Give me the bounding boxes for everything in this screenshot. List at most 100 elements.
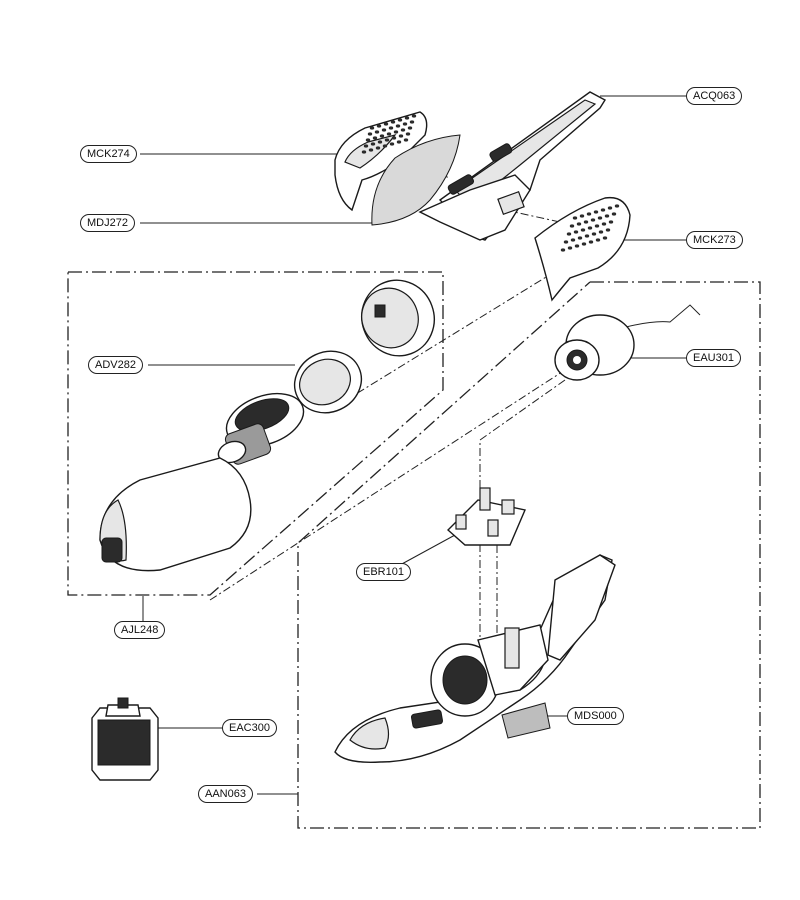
- vent-hole: [579, 214, 585, 218]
- vent-hole: [588, 240, 594, 244]
- ajl248-group-outline: [67, 271, 444, 596]
- vent-hole: [577, 236, 583, 240]
- vent-hole: [374, 130, 380, 134]
- assembly-axis-main: [209, 369, 566, 601]
- cover-mck274-vents: [361, 114, 417, 154]
- vent-hole: [396, 140, 402, 144]
- vent-hole: [403, 138, 409, 142]
- vent-hole: [381, 128, 387, 132]
- cover-mck273: [534, 196, 631, 302]
- leader-ebr101: [399, 534, 456, 566]
- filter-ring-adv282: [293, 350, 363, 414]
- cover-mck273-vents: [560, 204, 620, 252]
- vent-hole: [383, 122, 389, 126]
- vent-hole: [384, 138, 390, 142]
- vent-hole: [614, 204, 620, 208]
- pad-mds000: [501, 702, 551, 739]
- vent-hole: [601, 222, 607, 226]
- label-mds000: MDS000: [567, 707, 624, 725]
- vent-hole: [395, 124, 401, 128]
- label-eau301: EAU301: [686, 349, 741, 367]
- vent-hole: [367, 132, 373, 136]
- vent-hole: [402, 122, 408, 126]
- assembly-axis-cover-right: [504, 209, 561, 223]
- vent-hole: [389, 142, 395, 146]
- vent-hole: [574, 244, 580, 248]
- cyclone-unit: [217, 392, 305, 465]
- vent-hole: [377, 140, 383, 144]
- label-mck274: MCK274: [80, 145, 137, 163]
- vent-hole: [382, 144, 388, 148]
- vent-hole: [388, 126, 394, 130]
- vent-hole: [405, 132, 411, 136]
- main-body-aan063: [334, 554, 616, 763]
- vent-hole: [597, 216, 603, 220]
- vent-hole: [608, 220, 614, 224]
- vent-hole: [365, 138, 371, 142]
- vent-hole: [363, 144, 369, 148]
- vent-hole: [379, 134, 385, 138]
- vent-hole: [594, 224, 600, 228]
- handle-acq063: [418, 91, 606, 241]
- vent-hole: [393, 130, 399, 134]
- vent-hole: [370, 142, 376, 146]
- vent-hole: [390, 120, 396, 124]
- vent-hole: [560, 248, 566, 252]
- vent-hole: [566, 232, 572, 236]
- label-adv282: ADV282: [88, 356, 143, 374]
- vent-hole: [391, 136, 397, 140]
- vent-hole: [590, 218, 596, 222]
- vent-hole: [372, 136, 378, 140]
- label-ebr101: EBR101: [356, 563, 411, 581]
- vent-hole: [605, 228, 611, 232]
- vent-hole: [563, 240, 569, 244]
- vent-hole: [602, 236, 608, 240]
- vent-hole: [573, 230, 579, 234]
- pcb-ebr101: [446, 487, 526, 546]
- vent-hole: [398, 134, 404, 138]
- vent-hole: [369, 126, 375, 130]
- vent-hole: [368, 148, 374, 152]
- vent-hole: [567, 246, 573, 250]
- vent-hole: [581, 242, 587, 246]
- label-aan063: AAN063: [198, 785, 253, 803]
- vent-hole: [611, 212, 617, 216]
- vent-hole: [584, 234, 590, 238]
- vent-hole: [595, 238, 601, 242]
- vent-hole: [569, 224, 575, 228]
- label-acq063: ACQ063: [686, 87, 743, 105]
- label-mdj272: MDJ272: [80, 214, 135, 232]
- vent-hole: [386, 132, 392, 136]
- vent-hole: [604, 214, 610, 218]
- vent-hole: [400, 128, 406, 132]
- battery-eac300: [91, 697, 159, 781]
- vent-hole: [375, 146, 381, 150]
- aan063-group-outline: [297, 281, 761, 829]
- vent-hole: [361, 150, 367, 154]
- vent-hole: [572, 216, 578, 220]
- motor-eau301: [554, 304, 701, 381]
- label-ajl248: AJL248: [114, 621, 166, 639]
- vent-hole: [591, 232, 597, 236]
- vent-hole: [600, 208, 606, 212]
- vent-hole: [580, 228, 586, 232]
- dust-bin-body: [99, 457, 252, 572]
- vent-hole: [607, 206, 613, 210]
- vent-hole: [376, 124, 382, 128]
- vent-hole: [598, 230, 604, 234]
- vent-hole: [407, 126, 413, 130]
- vent-hole: [409, 120, 415, 124]
- vent-hole: [404, 116, 410, 120]
- bin-top-cap: [361, 279, 435, 357]
- label-eac300: EAC300: [222, 719, 277, 737]
- vent-hole: [411, 114, 417, 118]
- vent-hole: [587, 226, 593, 230]
- vent-hole: [576, 222, 582, 226]
- assembly-axis-upper: [329, 249, 591, 411]
- label-mck273: MCK273: [686, 231, 743, 249]
- vent-hole: [397, 118, 403, 122]
- vent-hole: [570, 238, 576, 242]
- sheet-mdj272: [371, 134, 461, 226]
- assembly-axis-motor: [479, 379, 566, 640]
